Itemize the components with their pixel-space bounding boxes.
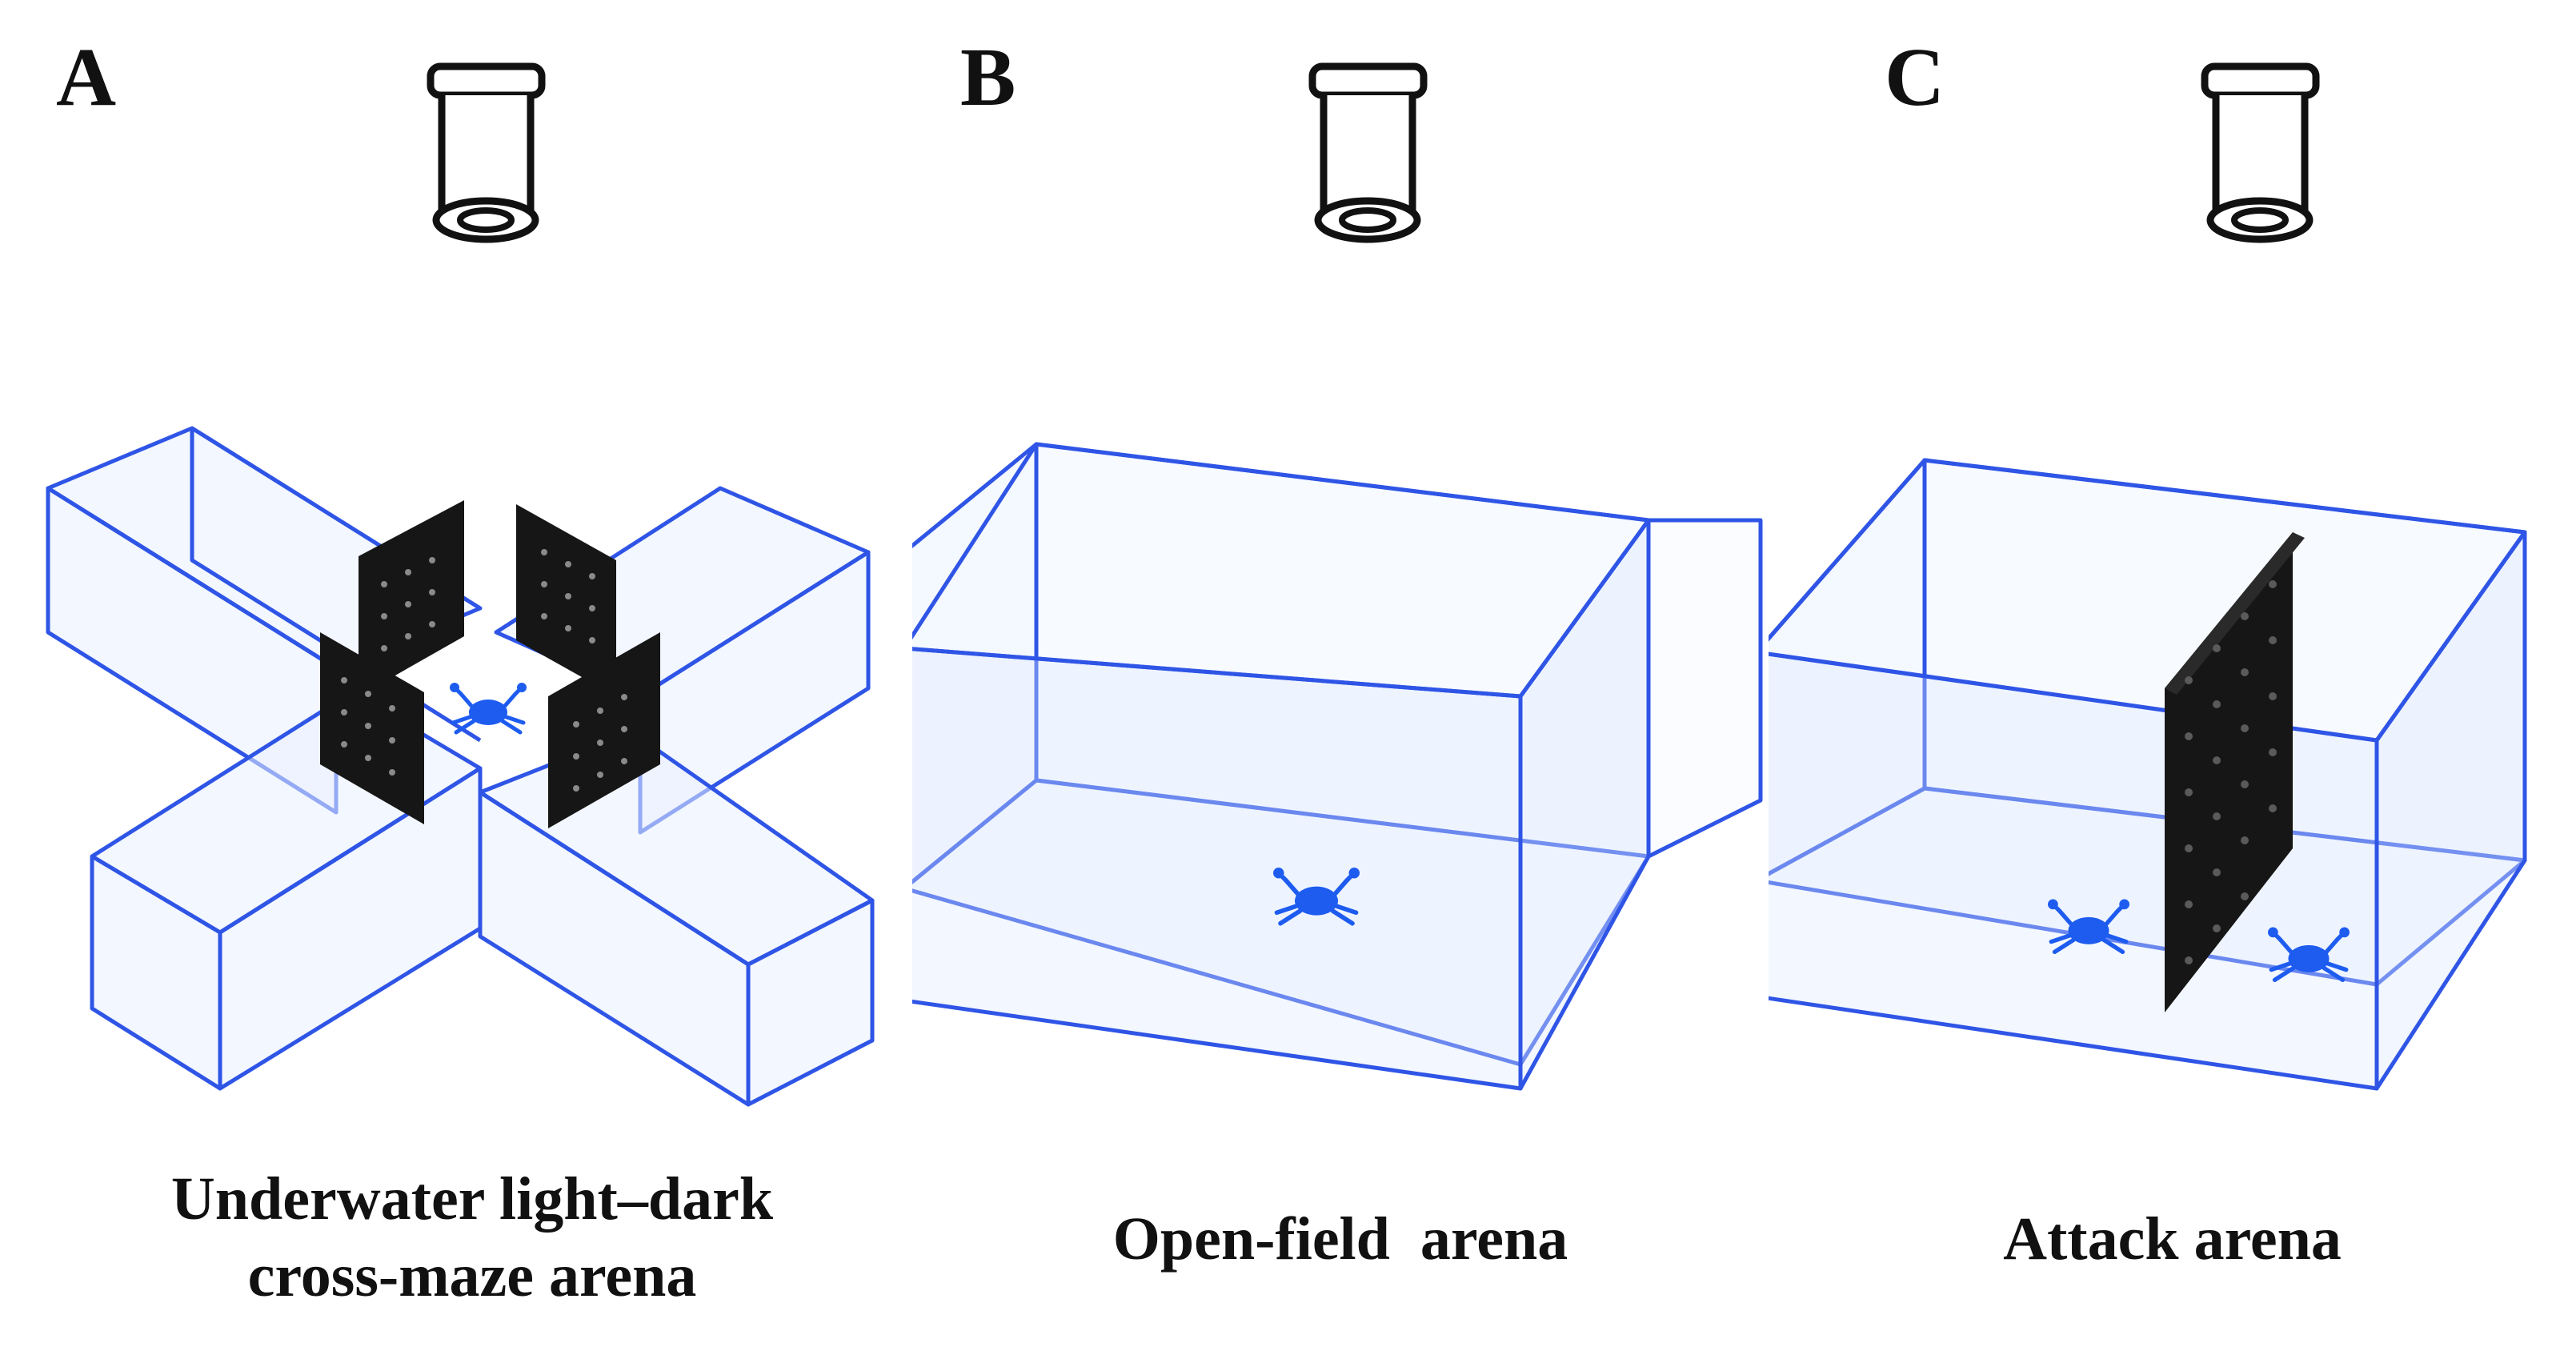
barrier-front-right	[548, 632, 660, 828]
black-perforated-divider	[2165, 532, 2305, 1012]
open-field-arena	[912, 442, 1763, 1091]
caption-cross-maze: Underwater light–dark cross-maze arena	[170, 1165, 774, 1309]
camera-icon	[2201, 62, 2320, 243]
crab-icon	[2268, 927, 2350, 983]
crab-icon	[1273, 868, 1360, 926]
panel-b: B Open-field arena	[912, 0, 1769, 1351]
panel-letter-a: A	[56, 31, 117, 123]
caption-attack-arena: Attack arena	[2003, 1205, 2342, 1273]
camera-icon	[427, 62, 546, 243]
crab-icon	[450, 683, 527, 735]
cross-maze-arena	[46, 426, 875, 1107]
caption-open-field: Open-field arena	[1112, 1205, 1568, 1273]
attack-arena	[1769, 458, 2527, 1091]
panel-a: A	[0, 0, 912, 1351]
arena-front	[912, 647, 1523, 1091]
panel-c: C	[1769, 0, 2576, 1351]
panel-letter-b: B	[960, 31, 1016, 123]
camera-icon	[1308, 62, 1428, 243]
panel-letter-c: C	[1885, 31, 1945, 123]
crab-icon	[2048, 899, 2129, 955]
